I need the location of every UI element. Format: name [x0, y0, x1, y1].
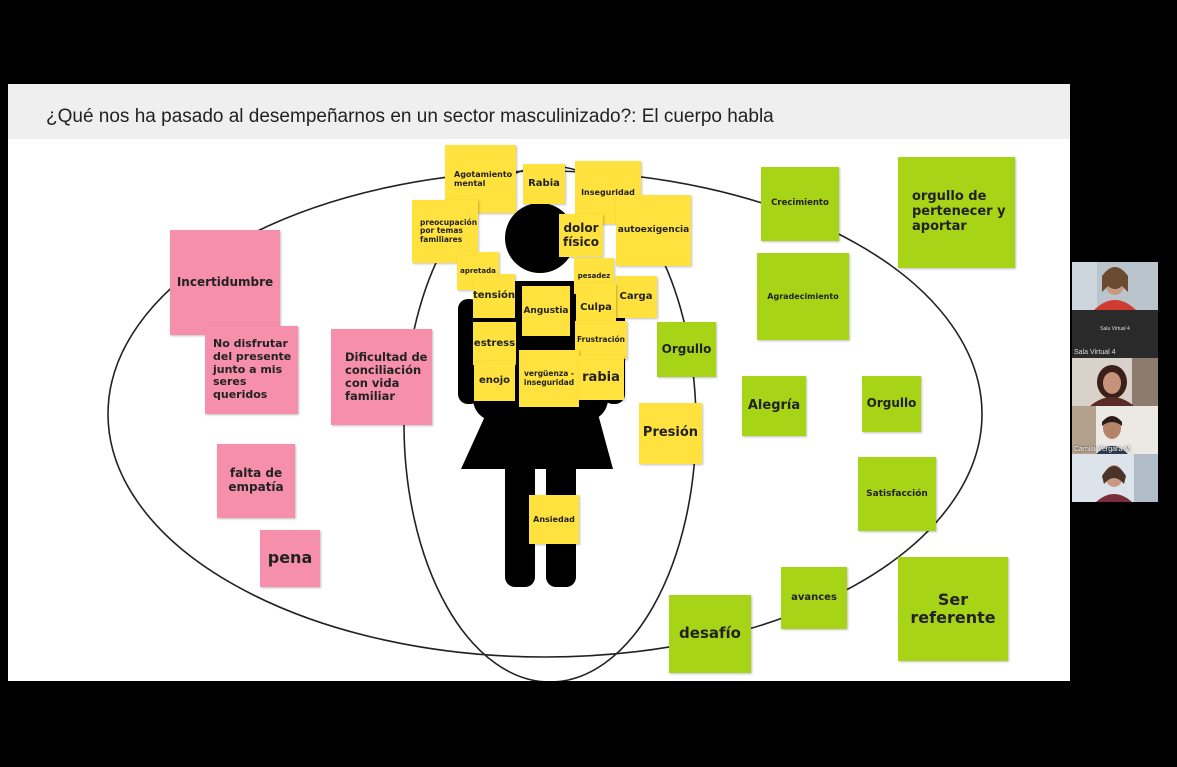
participant-video-tile[interactable] [1072, 454, 1158, 502]
title-bar: ¿Qué nos ha pasado al desempeñarnos en u… [8, 84, 1070, 139]
participant-video-icon [1072, 454, 1158, 502]
sticky-note-yellow: Rabia [523, 164, 565, 204]
sticky-note-yellow: Presión [639, 403, 702, 464]
breakout-room-header: Sala Virtual 4 [1100, 326, 1130, 332]
sticky-note-green: Alegría [742, 376, 806, 436]
sticky-note-green: avances [781, 567, 847, 629]
participant-video-tile[interactable] [1072, 262, 1158, 310]
sticky-note-pink: pena [260, 530, 320, 587]
sticky-note-yellow: dolor físico [559, 214, 603, 257]
participant-video-tile[interactable]: Camila Vergara M. [1072, 406, 1158, 454]
sticky-note-yellow: rabia [578, 356, 624, 400]
participant-video-tile[interactable] [1072, 358, 1158, 406]
sticky-note-yellow: Ansiedad [529, 495, 579, 544]
sticky-note-green: orgullo de pertenecer y aportar [898, 157, 1015, 268]
slide-title: ¿Qué nos ha pasado al desempeñarnos en u… [46, 106, 774, 127]
video-participants-panel: Sala Virtual 4 Sala Virtual 4 Camila Ver… [1072, 262, 1158, 502]
slide-canvas: Incertidumbre No disfrutar del presente … [8, 139, 1070, 681]
participant-video-icon [1072, 406, 1158, 454]
sticky-note-green: Satisfacción [858, 457, 936, 531]
sticky-note-yellow: estress [473, 322, 516, 365]
sticky-note-green: desafío [669, 595, 751, 673]
sticky-note-yellow: Carga [615, 276, 657, 318]
participant-video-icon [1072, 262, 1158, 310]
sticky-note-yellow: tensión [473, 274, 515, 318]
sticky-note-yellow: Angustia [522, 286, 570, 336]
participant-name: Camila Vergara M. [1074, 446, 1132, 453]
sticky-note-yellow: autoexigencia [616, 195, 691, 266]
sticky-note-green: Agradecimiento [757, 253, 849, 340]
sticky-note-yellow: enojo [474, 361, 515, 401]
sticky-note-green: Ser referente [898, 557, 1008, 661]
sticky-note-green: Crecimiento [761, 167, 839, 241]
sticky-note-pink: falta de empatía [217, 444, 295, 518]
sticky-note-yellow: preocupación por temas familiares [412, 200, 478, 263]
sticky-note-green: Orgullo [862, 376, 921, 432]
breakout-room-label: Sala Virtual 4 [1074, 349, 1116, 356]
sticky-note-green: Orgullo [657, 322, 716, 377]
sticky-note-pink: No disfrutar del presente junto a mis se… [205, 326, 298, 414]
participant-video-icon [1072, 358, 1158, 406]
sticky-note-yellow: Frustración [575, 321, 627, 359]
sticky-note-pink: Incertidumbre [170, 230, 280, 335]
breakout-room-tile[interactable]: Sala Virtual 4 Sala Virtual 4 [1072, 310, 1158, 358]
slide: ¿Qué nos ha pasado al desempeñarnos en u… [8, 84, 1070, 681]
sticky-note-yellow: vergüenza - inseguridad [519, 350, 579, 407]
sticky-note-pink: Dificultad de conciliación con vida fami… [331, 329, 432, 425]
